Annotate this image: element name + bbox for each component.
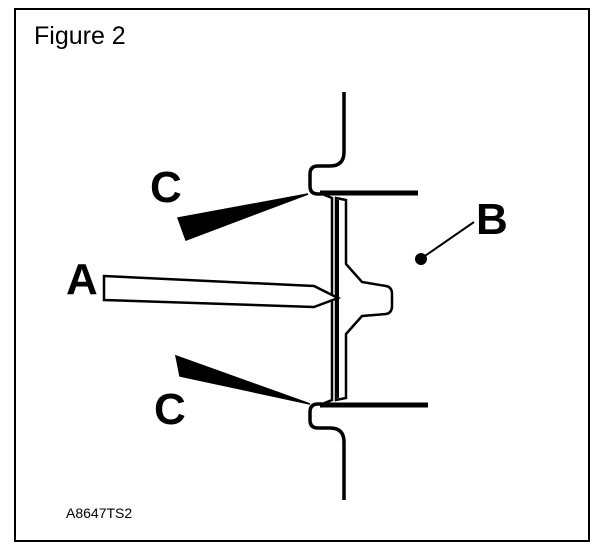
- callout-c-top-arrow: [176, 193, 309, 241]
- outer-wall-top: [308, 92, 346, 196]
- figure-title: Figure 2: [34, 22, 126, 50]
- callout-label-c-bottom: C: [154, 385, 186, 434]
- callout-b-leader: [421, 221, 475, 259]
- figure-code: A8647TS2: [66, 505, 133, 521]
- figure-frame: Figure 2 A8647TS2: [14, 8, 590, 542]
- callout-a-pointer: [102, 274, 342, 309]
- outer-wall-bottom: [308, 402, 346, 500]
- callout-label-a: A: [66, 255, 98, 304]
- callout-b-dot: [415, 253, 427, 265]
- seal-inner-profile: [334, 196, 394, 402]
- callout-c-bottom-arrow: [175, 354, 311, 405]
- callout-label-b: B: [476, 195, 508, 244]
- callout-label-c-top: C: [150, 163, 182, 212]
